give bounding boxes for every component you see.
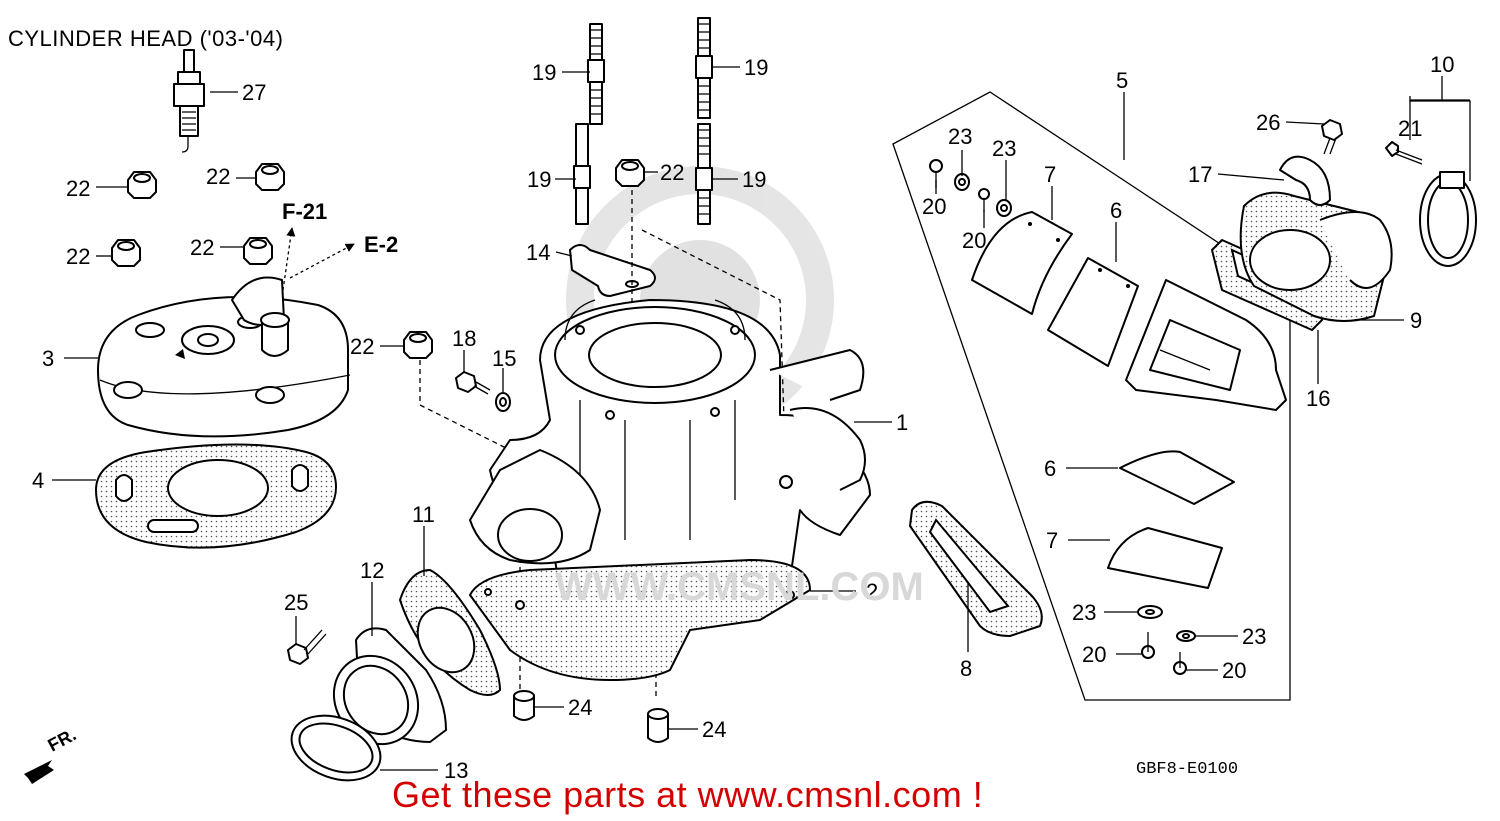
callout-22: 22 [660,160,684,185]
callout-5: 5 [1116,68,1128,93]
callout-2: 2 [866,579,878,604]
dowel-pin-24-a [513,690,535,721]
callout-6: 6 [1110,198,1122,223]
callout-20: 20 [1222,658,1246,683]
reed-6 [1047,257,1139,367]
front-direction-arrow [24,760,54,784]
cylinder-head [97,276,351,438]
callout-10: 10 [1430,52,1454,77]
callout-22: 22 [350,334,374,359]
washer-23-a [954,173,970,191]
bolt-21 [1385,141,1423,165]
callout-16: 16 [1306,386,1330,411]
callout-26: 26 [1256,110,1280,135]
watermark-text: WWW.CMSNL.COM [555,565,924,609]
nut-22-f [403,331,433,359]
stud-bolt-19-c [573,123,591,225]
callout-9: 9 [1410,308,1422,333]
callout-3: 3 [42,346,54,371]
callout-12: 12 [360,558,384,583]
callout-13: 13 [444,758,468,783]
callout-22: 22 [66,176,90,201]
callout-1: 1 [896,410,908,435]
washer-23-c [1137,605,1163,619]
stud-bolt-19-b [695,17,713,119]
insulator [332,627,447,746]
callout-17: 17 [1188,162,1212,187]
callout-19: 19 [527,167,551,192]
washer-23-d [1176,630,1196,642]
bolt-25 [287,629,327,665]
reed-valve-gasket [909,500,1043,637]
washer-15 [495,392,511,412]
callout-24: 24 [702,717,726,742]
nut-22-b [255,163,285,191]
clip-17 [1279,155,1331,206]
callout-22: 22 [66,244,90,269]
callout-15: 15 [492,346,516,371]
callout-22: 22 [190,235,214,260]
nut-22-e [615,159,645,187]
callout-20: 20 [962,228,986,253]
ref-e2: E-2 [364,232,398,257]
screw-20-c [1141,632,1155,659]
bolt-18 [455,371,491,395]
callout-20: 20 [922,194,946,219]
callout-22: 22 [206,164,230,189]
stud-bolt-19-a [587,23,605,125]
diagram-code: GBF8-E0100 [1136,760,1239,779]
intake-pipe [1239,191,1393,322]
callout-11: 11 [412,502,435,527]
callout-20: 20 [1082,642,1106,667]
washer-23-b [996,199,1012,217]
screw-20-b [978,188,990,212]
callout-23: 23 [992,136,1016,161]
dowel-pin-24-b [647,708,669,743]
cylinder [469,299,871,611]
callout-24: 24 [568,695,592,720]
spark-plug [173,49,205,153]
callout-27: 27 [242,80,266,105]
callout-6: 6 [1044,456,1056,481]
promo-banner-link[interactable]: Get these parts at www.cmsnl.com ! [392,774,984,815]
callout-7: 7 [1046,528,1058,553]
reed-stopper-7 [971,211,1073,315]
callout-4: 4 [32,468,44,493]
ref-f21: F-21 [282,199,327,224]
screw-20-d [1173,652,1187,675]
callout-19: 19 [744,55,768,80]
callout-18: 18 [452,326,476,351]
callout-19: 19 [532,60,556,85]
callout-14: 14 [526,240,550,265]
callout-19: 19 [742,167,766,192]
head-gasket [95,443,337,549]
callout-labels: 27 22 22 22 22 3 4 19 19 19 19 22 14 22 … [32,52,1454,783]
reed-block [1125,279,1287,411]
bolt-26 [1321,119,1343,155]
callout-7: 7 [1044,162,1056,187]
base-gasket [469,559,811,681]
callout-23: 23 [1242,624,1266,649]
diagram-title: CYLINDER HEAD ('03-'04) [8,26,284,51]
front-label: FR. [44,724,79,755]
callout-23: 23 [948,124,972,149]
reed-6-lower [1119,450,1235,505]
reed-stopper-7-lower [1107,527,1223,589]
callout-25: 25 [284,590,308,615]
leader-lines [52,66,1471,771]
callout-8: 8 [960,656,972,681]
callout-21: 21 [1398,116,1422,141]
nut-22-d [243,237,273,265]
intake-gasket-11 [399,569,501,696]
nut-22-c [111,239,141,267]
nut-22-a [127,171,157,199]
clamp-band [290,714,382,782]
stud-bolt-19-d [695,123,713,225]
band-10 [1419,171,1477,267]
callout-23: 23 [1072,600,1096,625]
